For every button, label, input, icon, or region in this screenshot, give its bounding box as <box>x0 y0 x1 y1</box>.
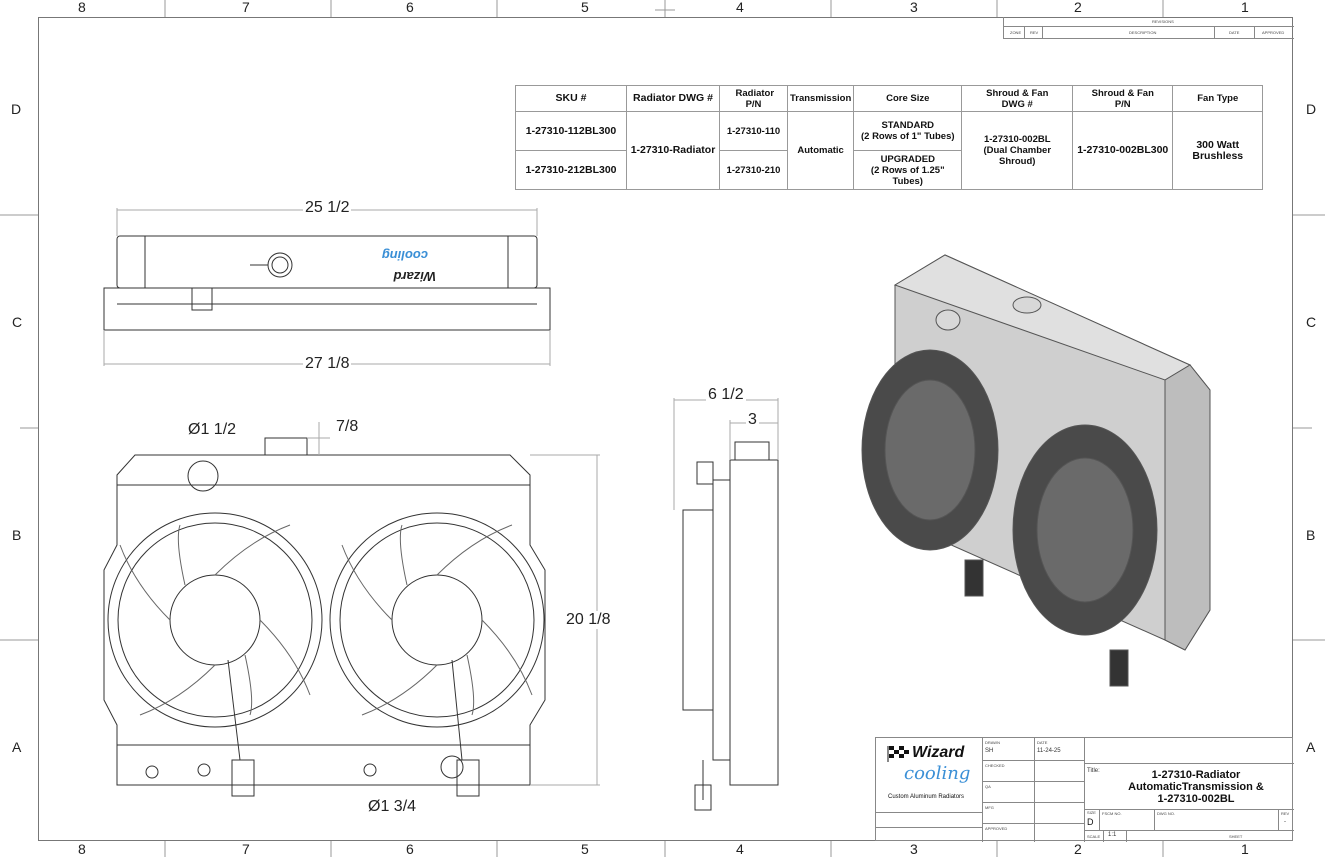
rev-col-rev: REV <box>1030 30 1039 35</box>
date-value: 11-24-25 <box>1037 748 1061 754</box>
rev-col-approved: APPROVED <box>1262 30 1285 35</box>
zone-col-8-bottom: 8 <box>78 841 86 857</box>
rev-col-zone: ZONE <box>1010 30 1022 35</box>
core-size-cell: STANDARD(2 Rows of 1" Tubes) <box>853 111 963 151</box>
revisions-block: REVISIONS ZONE REV DESCRIPTION DATE APPR… <box>1003 17 1294 39</box>
isometric-view <box>861 254 1211 687</box>
radiator-dwg-cell: 1-27310-Radiator <box>626 111 720 190</box>
zone-row-b-right: B <box>1306 527 1316 543</box>
zone-row-c: C <box>12 314 23 330</box>
logo-decal-top: Wizard cooling <box>382 248 436 284</box>
zone-col-5: 5 <box>581 0 589 15</box>
sheet-label: SHEET <box>1229 834 1243 839</box>
dwg-no-label: DWG NO. <box>1157 811 1175 816</box>
sheet-border <box>38 17 1293 841</box>
zone-col-7: 7 <box>242 0 250 15</box>
zone-col-8: 8 <box>78 0 86 15</box>
dim-overall-width: 27 1/8 <box>303 355 352 373</box>
col-sku: SKU # <box>515 85 627 112</box>
spec-table: SKU # Radiator DWG # Radiator P/N Transm… <box>515 85 1264 190</box>
col-transmission: Transmission <box>786 85 855 112</box>
dim-core-depth: 3 <box>746 411 759 429</box>
table-row: 1-27310-212BL300 1-27310-210 UPGRADED(2 … <box>515 150 1263 190</box>
sku-cell: 1-27310-112BL300 <box>515 111 627 151</box>
dim-depth: 6 1/2 <box>706 386 746 404</box>
rev-value: - <box>1284 819 1286 825</box>
zone-row-b: B <box>12 527 22 543</box>
rev-col-description: DESCRIPTION <box>1129 30 1157 35</box>
top-view <box>103 208 551 366</box>
drawn-value: SH <box>985 748 994 754</box>
dim-neck-height: 7/8 <box>334 418 361 436</box>
side-view <box>673 398 779 811</box>
zone-col-5-bottom: 5 <box>581 841 589 857</box>
radiator-pn-cell: 1-27310-210 <box>719 150 788 190</box>
mfg-label: MFG <box>985 805 994 810</box>
revisions-title: REVISIONS <box>1152 19 1174 24</box>
zone-col-6: 6 <box>406 0 414 15</box>
checked-label: CHECKED <box>985 763 1005 768</box>
table-row: 1-27310-112BL300 1-27310-Radiator 1-2731… <box>515 111 1264 190</box>
drawn-label: DRAWN <box>985 740 1000 745</box>
dim-height: 20 1/8 <box>564 611 613 629</box>
col-fan-type: Fan Type <box>1172 85 1264 112</box>
qa-label: QA <box>985 784 991 789</box>
zone-row-a: A <box>12 739 22 755</box>
zone-col-6-bottom: 6 <box>406 841 414 857</box>
dim-top-width: 25 1/2 <box>303 199 352 217</box>
title-label: Title: <box>1087 768 1100 774</box>
zone-row-a-right: A <box>1306 739 1316 755</box>
zone-row-d-right: D <box>1306 101 1317 117</box>
fan-type-cell: 300 Watt Brushless <box>1172 111 1264 190</box>
zone-row-d: D <box>11 101 22 117</box>
zone-col-7-bottom: 7 <box>242 841 250 857</box>
zone-col-1: 1 <box>1241 0 1249 15</box>
col-core-size: Core Size <box>853 85 963 112</box>
dim-inlet-diameter: Ø1 1/2 <box>186 421 239 439</box>
logo-tagline: Custom Aluminum Radiators <box>888 794 965 800</box>
shroud-pn-cell: 1-27310-002BL300 <box>1072 111 1174 190</box>
size-value: D <box>1087 817 1094 827</box>
date-label: DATE <box>1037 740 1048 745</box>
size-label: SIZE <box>1087 810 1096 815</box>
zone-col-3: 3 <box>910 0 918 15</box>
zone-col-3-bottom: 3 <box>910 841 918 857</box>
scale-value: 1:1 <box>1108 832 1117 838</box>
zone-col-2-bottom: 2 <box>1074 841 1082 857</box>
core-size-cell: UPGRADED(2 Rows of 1.25" Tubes) <box>853 150 963 190</box>
fscm-label: FSCM NO. <box>1102 811 1122 816</box>
zone-col-4-bottom: 4 <box>736 841 744 857</box>
zone-row-c-right: C <box>1306 314 1317 330</box>
shroud-dwg-cell: 1-27310-002BL(Dual Chamber Shroud) <box>961 111 1074 190</box>
rev-label: REV <box>1281 811 1290 816</box>
company-logo: Wizard cooling Custom Aluminum Radiators <box>887 744 971 800</box>
transmission-cell: Automatic <box>786 111 855 190</box>
dim-outlet-diameter: Ø1 3/4 <box>366 798 419 816</box>
rev-col-date: DATE <box>1229 30 1240 35</box>
radiator-pn-cell: 1-27310-110 <box>719 111 788 151</box>
svg-text:Wizard: Wizard <box>392 269 436 284</box>
title-block: Wizard cooling Custom Aluminum Radiators… <box>875 737 1294 842</box>
approved-label: APPROVED <box>985 826 1008 831</box>
zone-col-4: 4 <box>736 0 744 15</box>
zone-col-2: 2 <box>1074 0 1082 15</box>
spec-header-row: SKU # Radiator DWG # Radiator P/N Transm… <box>515 85 1264 112</box>
svg-text:cooling: cooling <box>382 248 428 263</box>
front-view <box>103 422 600 797</box>
sku-cell: 1-27310-212BL300 <box>515 150 627 190</box>
zone-col-1-bottom: 1 <box>1241 841 1249 857</box>
scale-label: SCALE <box>1087 834 1101 839</box>
checkered-flag-icon <box>887 746 909 762</box>
